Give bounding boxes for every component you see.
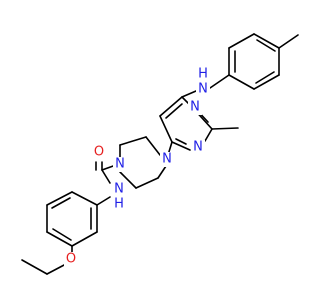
atom-label: N — [193, 140, 203, 155]
bond — [71, 231, 98, 247]
bond — [51, 197, 71, 209]
atom-label: H — [114, 197, 124, 212]
bond — [96, 196, 111, 206]
bond — [253, 33, 280, 49]
atom-nitrogen-piperazine-1: N — [160, 152, 174, 167]
bond — [46, 231, 73, 247]
atom-labels: N H N N N N O — [64, 67, 210, 267]
bond — [181, 90, 197, 98]
bond — [71, 191, 98, 206]
bond — [145, 136, 161, 156]
bond — [46, 263, 67, 275]
bond — [119, 136, 147, 146]
bond — [165, 103, 183, 119]
atom-hydrogen-amine: H — [196, 67, 210, 82]
atom-nitrogen-amide: N — [112, 182, 126, 197]
atom-label: N — [190, 100, 200, 115]
atom-label: H — [198, 67, 208, 82]
bond — [159, 96, 183, 117]
bond — [52, 228, 72, 241]
atom-label: N — [162, 152, 172, 167]
bond — [204, 128, 213, 142]
molecule-canvas: N H N N N N O — [21, 33, 299, 275]
bond — [101, 169, 111, 184]
atom-label: O — [66, 252, 76, 267]
bond — [135, 177, 159, 189]
bond — [209, 74, 230, 89]
bond — [228, 74, 255, 90]
bond — [256, 39, 276, 52]
bond — [211, 127, 239, 130]
bond — [175, 138, 187, 145]
bond — [46, 191, 73, 206]
atom-label: N — [198, 82, 208, 97]
atom-nitrogen-pyrimidine-1: N — [188, 100, 202, 115]
atom-nitrogen-pyrimidine-2: N — [191, 140, 205, 155]
atom-oxygen-ether: O — [64, 252, 78, 267]
bond — [119, 171, 137, 189]
bond — [228, 33, 255, 49]
atom-nitrogen-piperazine-2: N — [113, 157, 127, 172]
atom-nitrogen-amine: N — [196, 81, 210, 97]
atom-oxygen-carbonyl: O — [92, 145, 106, 160]
bond — [278, 34, 299, 49]
bond — [171, 141, 191, 151]
atom-label: N — [114, 182, 124, 197]
bond — [255, 71, 275, 84]
atom-label: O — [94, 145, 104, 160]
bond — [21, 259, 48, 275]
atom-label: N — [115, 157, 125, 172]
bond — [253, 74, 280, 90]
atom-hydrogen-amide: H — [112, 197, 126, 212]
molecule-structure-diagram: N H N N N N O — [21, 33, 299, 275]
bond — [159, 115, 173, 143]
